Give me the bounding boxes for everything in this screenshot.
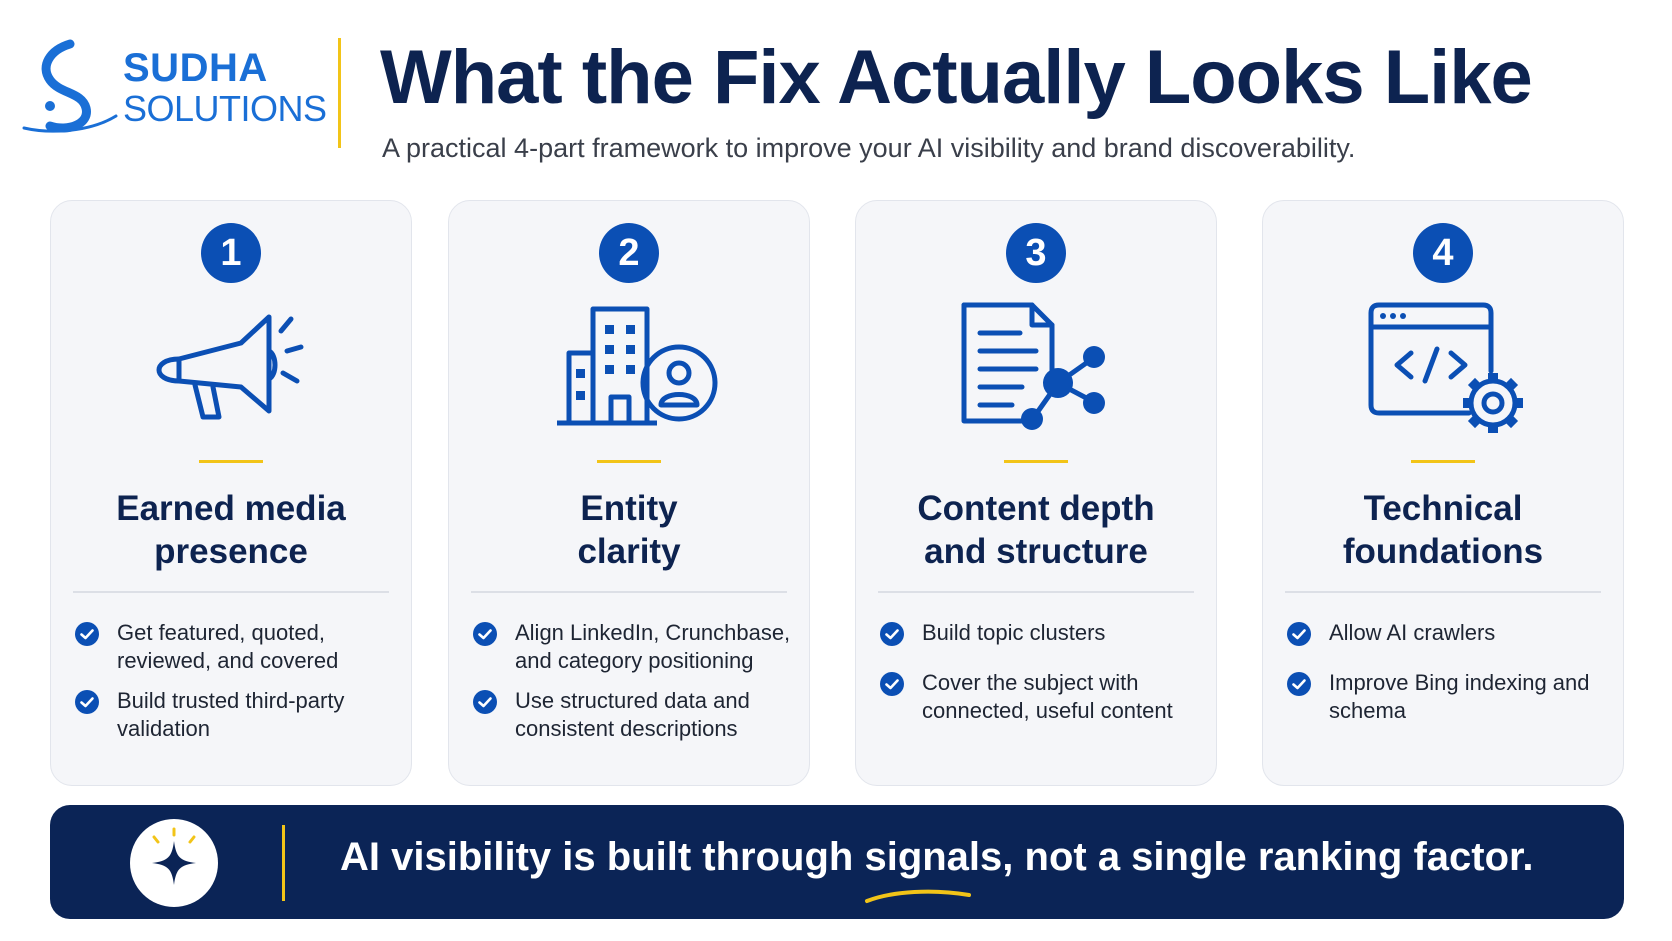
check-circle-icon <box>880 672 904 696</box>
check-circle-icon <box>473 690 497 714</box>
check-circle-icon <box>1287 672 1311 696</box>
list-item-text: Cover the subject with connected, useful… <box>922 670 1173 723</box>
list-item-text: Use structured data and consistent descr… <box>515 688 750 741</box>
framework-cards: 1 Earned media presence Get featured, qu… <box>50 200 1626 786</box>
check-circle-icon <box>880 622 904 646</box>
card-heading: Earned media presence <box>116 489 346 571</box>
card-content-depth: 3 Content depth an <box>855 200 1217 786</box>
bullet-list: Allow AI crawlers Improve Bing indexing … <box>1287 619 1609 737</box>
step-number: 4 <box>1413 223 1473 283</box>
accent-line <box>199 460 263 463</box>
accent-line <box>1004 460 1068 463</box>
code-window-gear-icon <box>1368 302 1523 433</box>
brand-logo[interactable]: SUDHA SOLUTIONS <box>20 36 327 146</box>
header-divider <box>338 38 341 148</box>
card-heading: Content depth and structure <box>917 489 1155 571</box>
card-separator <box>878 591 1194 593</box>
takeaway-banner: AI visibility is built through signals, … <box>50 805 1624 919</box>
card-separator <box>1285 591 1601 593</box>
accent-line <box>597 460 661 463</box>
check-circle-icon <box>75 690 99 714</box>
card-heading: Entity clarity <box>577 489 681 571</box>
brand-name-line2: SOLUTIONS <box>123 88 327 129</box>
step-number: 1 <box>201 223 261 283</box>
list-item-text: Allow AI crawlers <box>1329 620 1496 645</box>
list-item-text: Build topic clusters <box>922 620 1106 645</box>
banner-message: AI visibility is built through signals, … <box>340 835 1534 879</box>
megaphone-icon <box>156 314 304 420</box>
header: SUDHA SOLUTIONS What the Fix Actually Lo… <box>0 0 1672 190</box>
accent-line <box>1411 460 1475 463</box>
list-item: Cover the subject with connected, useful… <box>880 669 1202 725</box>
list-item-text: Get featured, quoted, reviewed, and cove… <box>117 620 339 673</box>
logo-swirl-icon <box>22 39 118 133</box>
check-circle-icon <box>1287 622 1311 646</box>
list-item: Get featured, quoted, reviewed, and cove… <box>75 619 397 675</box>
building-user-icon <box>557 306 718 426</box>
list-item: Align LinkedIn, Crunchbase, and category… <box>473 619 795 675</box>
page-title: What the Fix Actually Looks Like <box>380 35 1533 120</box>
card-earned-media: 1 Earned media presence Get featured, qu… <box>50 200 412 786</box>
card-separator <box>471 591 787 593</box>
check-circle-icon <box>473 622 497 646</box>
card-technical-foundations: 4 Technic <box>1262 200 1624 786</box>
card-separator <box>73 591 389 593</box>
bullet-list: Align LinkedIn, Crunchbase, and category… <box>473 619 795 755</box>
step-number: 2 <box>599 223 659 283</box>
step-number: 3 <box>1006 223 1066 283</box>
sparkle-badge <box>130 819 218 907</box>
list-item: Improve Bing indexing and schema <box>1287 669 1609 725</box>
document-network-icon <box>961 302 1105 430</box>
list-item-text: Align LinkedIn, Crunchbase, and category… <box>515 620 791 673</box>
list-item: Use structured data and consistent descr… <box>473 687 795 743</box>
card-entity-clarity: 2 Entity clarity Ali <box>448 200 810 786</box>
banner-divider <box>282 825 285 901</box>
list-item: Allow AI crawlers <box>1287 619 1609 647</box>
bullet-list: Get featured, quoted, reviewed, and cove… <box>75 619 397 755</box>
list-item-text: Build trusted third-party validation <box>117 688 345 741</box>
bullet-list: Build topic clusters Cover the subject w… <box>880 619 1202 737</box>
signals-underline <box>865 889 971 903</box>
brand-name-line1: SUDHA <box>123 46 268 90</box>
list-item-text: Improve Bing indexing and schema <box>1329 670 1590 723</box>
check-circle-icon <box>75 622 99 646</box>
card-heading: Technical foundations <box>1342 489 1544 571</box>
list-item: Build topic clusters <box>880 619 1202 647</box>
sparkle-icon <box>152 827 196 885</box>
page-subtitle: A practical 4-part framework to improve … <box>382 133 1356 163</box>
list-item: Build trusted third-party validation <box>75 687 397 743</box>
